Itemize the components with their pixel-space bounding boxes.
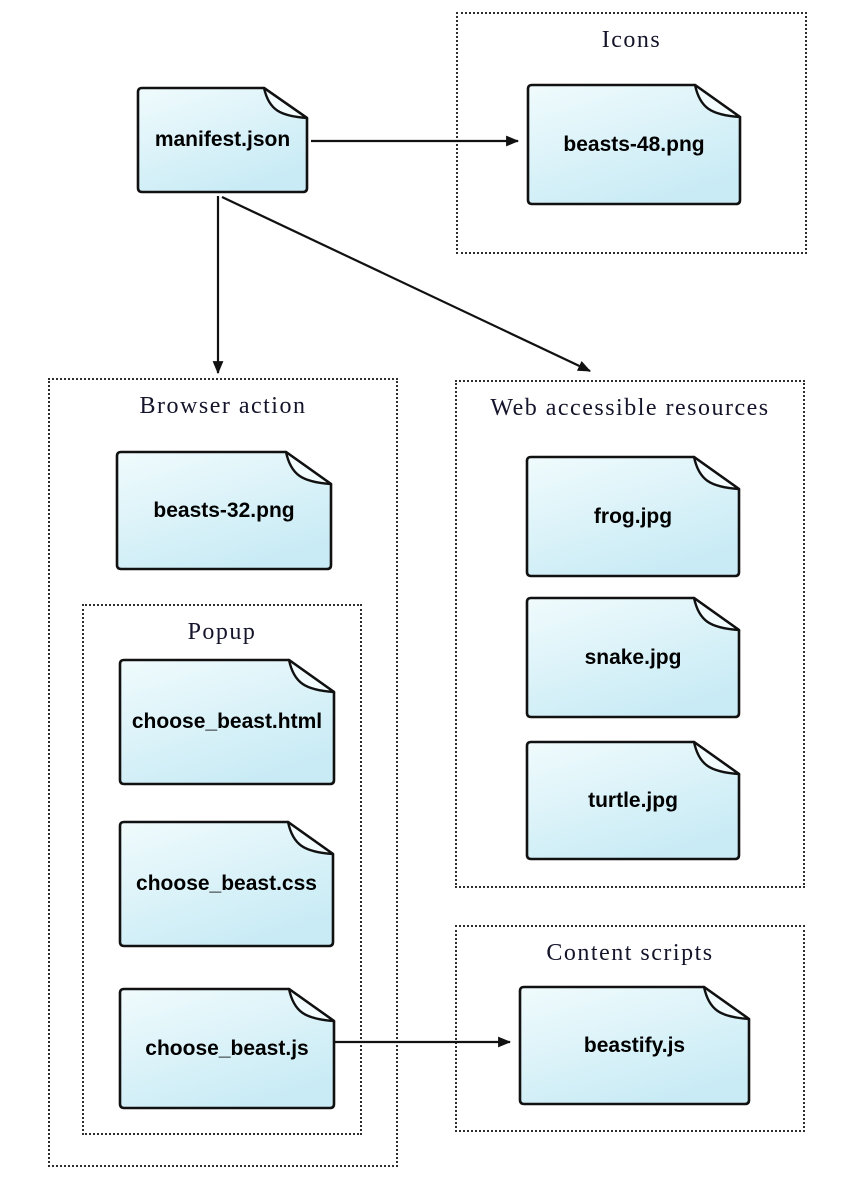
file-label: manifest.json	[154, 128, 291, 151]
group-icons: Icons beasts-48.png	[456, 12, 807, 254]
file-snake-jpg: snake.jpg	[524, 595, 742, 720]
file-manifest-json: manifest.json	[135, 85, 310, 195]
file-beasts-48-png: beasts-48.png	[525, 82, 743, 207]
file-turtle-jpg: turtle.jpg	[524, 739, 742, 862]
file-label: choose_beast.js	[145, 1036, 309, 1060]
file-label: beasts-32.png	[153, 498, 295, 522]
file-beastify-js: beastify.js	[517, 984, 752, 1107]
file-label: turtle.jpg	[588, 788, 678, 812]
group-content-scripts: Content scripts beastify.js	[455, 925, 805, 1132]
group-title-content-scripts: Content scripts	[546, 940, 714, 966]
group-title-browser-action: Browser action	[139, 393, 307, 419]
group-title-popup: Popup	[187, 619, 257, 645]
file-beasts-32-png: beasts-32.png	[114, 449, 334, 572]
group-title-icons: Icons	[601, 27, 662, 53]
group-popup: Popup choose_beast.html choose_beast.css…	[82, 604, 362, 1135]
file-label: beastify.js	[583, 1033, 686, 1057]
group-browser-action: Browser action beasts-32.png Popup choos…	[48, 378, 398, 1167]
file-label: choose_beast.html	[131, 710, 323, 733]
file-frog-jpg: frog.jpg	[524, 454, 742, 579]
file-choose-beast-js: choose_beast.js	[117, 986, 337, 1111]
file-label: beasts-48.png	[563, 132, 705, 156]
file-choose-beast-css: choose_beast.css	[117, 819, 336, 949]
group-title-web-accessible-resources: Web accessible resources	[490, 395, 770, 421]
file-choose-beast-html: choose_beast.html	[117, 657, 337, 787]
file-label: choose_beast.css	[136, 872, 317, 895]
file-label: frog.jpg	[593, 504, 673, 528]
group-web-accessible-resources: Web accessible resources frog.jpg snake.…	[455, 380, 805, 888]
file-label: snake.jpg	[584, 645, 682, 669]
